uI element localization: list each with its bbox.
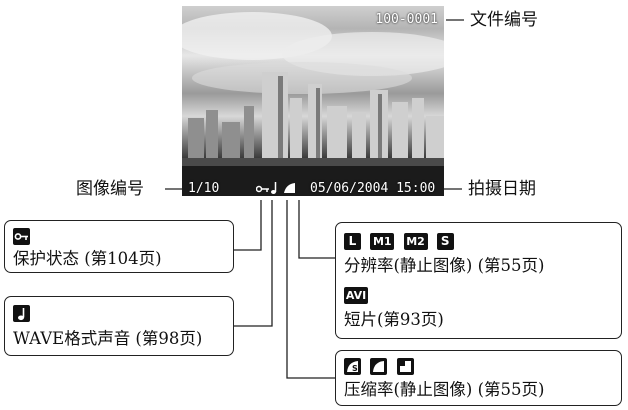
compression-box: S 压缩率(静止图像) (第55页)	[335, 350, 622, 406]
resolution-small-icon: S	[436, 233, 454, 250]
svg-text:S: S	[352, 364, 358, 373]
file-number-display: 100-0001	[375, 12, 438, 27]
camera-lcd-screen: 100-0001 1/10 05/06/2004 15:00	[182, 6, 444, 196]
datetime-display: 05/06/2004 15:00	[310, 181, 436, 196]
protect-status-text: 保护状态 (第104页)	[13, 249, 162, 268]
music-note-icon	[271, 182, 277, 194]
movie-avi-icon: AVI	[344, 287, 368, 304]
resolution-box: L M1 M2 S 分辨率(静止图像) (第55页) AVI 短片(第93页)	[335, 222, 622, 339]
file-number-label: 文件编号	[470, 10, 538, 30]
image-number-display: 1/10	[188, 181, 220, 196]
key-icon	[13, 228, 30, 245]
resolution-medium1-icon: M1	[370, 233, 395, 250]
protect-status-box: 保护状态 (第104页)	[4, 220, 234, 273]
resolution-leader	[298, 200, 335, 259]
protect-leader	[234, 200, 262, 251]
compression-text: 压缩率(静止图像) (第55页)	[344, 380, 545, 399]
resolution-text: 分辨率(静止图像) (第55页)	[344, 256, 545, 275]
music-note-icon	[13, 305, 30, 322]
compression-icon	[284, 183, 295, 193]
wave-sound-box: WAVE格式声音 (第98页)	[4, 296, 234, 356]
compression-leader	[286, 200, 335, 379]
key-icon	[256, 185, 269, 193]
compression-fine-icon	[370, 358, 388, 375]
wave-sound-text: WAVE格式声音 (第98页)	[13, 329, 203, 348]
shoot-date-label: 拍摄日期	[468, 179, 536, 199]
city-skyline-photo	[182, 12, 444, 196]
resolution-large-icon: L	[344, 233, 361, 250]
compression-superfine-icon: S	[344, 358, 361, 375]
compression-normal-icon	[396, 358, 414, 375]
wave-leader	[234, 200, 273, 327]
movie-text: 短片(第93页)	[344, 310, 444, 329]
image-number-label: 图像编号	[76, 179, 144, 199]
resolution-medium2-icon: M2	[403, 233, 428, 250]
